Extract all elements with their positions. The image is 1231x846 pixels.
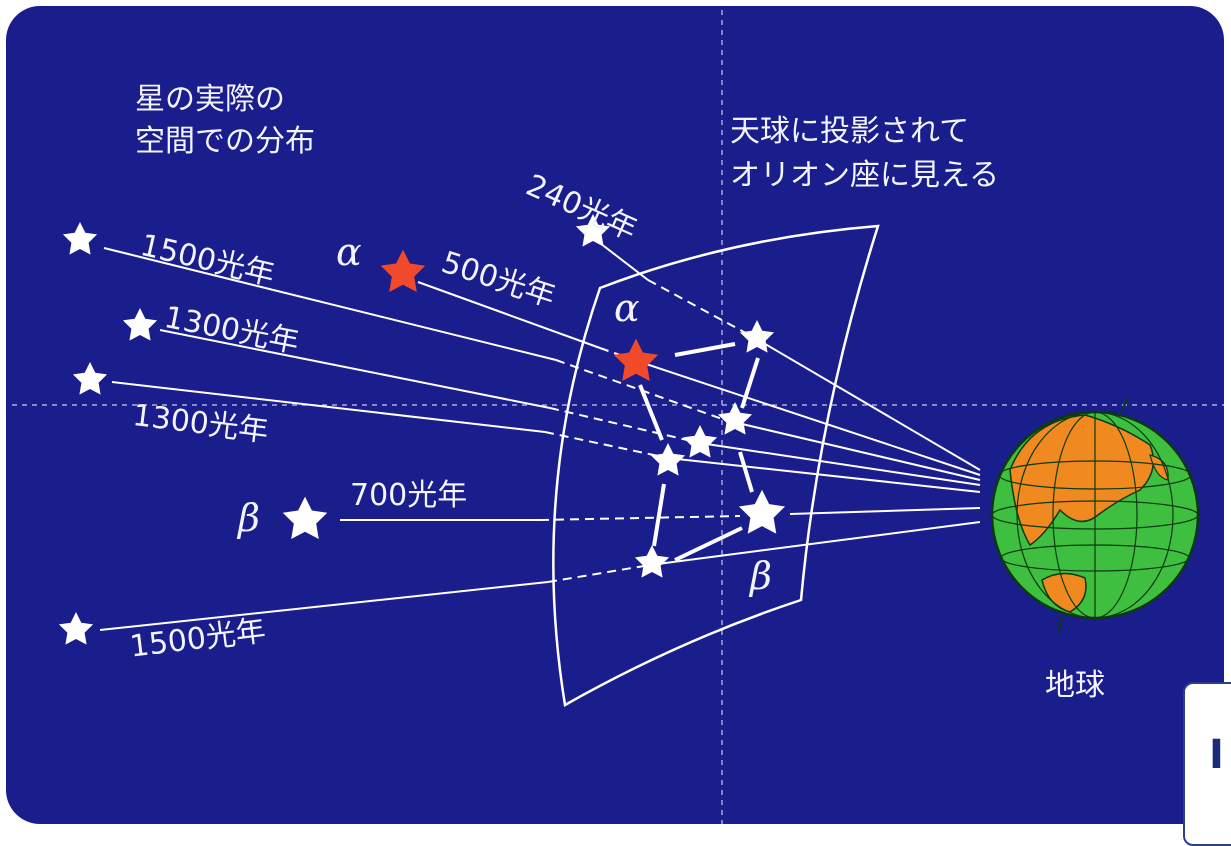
label-beta-space: β [238, 496, 260, 540]
orion-projection-diagram [12, 10, 1224, 824]
label-alpha-sphere: α [614, 286, 640, 330]
label-alpha-space: α [336, 230, 362, 274]
label-beta-sphere: β [750, 554, 772, 598]
star-alpha-500ly [380, 249, 426, 292]
label-projected-1: 天球に投影されて [730, 114, 970, 149]
projected-star-beta [738, 489, 786, 534]
diagram-card [6, 6, 1224, 824]
projected-star-saiph [634, 545, 670, 578]
orion-outline [638, 342, 760, 562]
star-1500ly-top [62, 222, 98, 255]
projected-star-belt-2 [682, 425, 718, 458]
label-distance-700ly: 700光年 [350, 478, 468, 513]
label-actual-distribution-1: 星の実際の [135, 82, 285, 117]
celestial-sphere-patch [552, 224, 880, 707]
star-beta-700ly [282, 496, 328, 539]
projected-stars [634, 320, 786, 578]
projected-star-belt-3 [650, 443, 686, 476]
projected-star-belt-1 [717, 402, 753, 435]
star-1300ly-b [72, 362, 108, 395]
label-projected-2: オリオン座に見える [730, 158, 1000, 193]
corner-overlay-box: I [1183, 682, 1231, 846]
star-1300ly-a [122, 308, 158, 341]
corner-overlay-text: I [1209, 732, 1224, 778]
label-actual-distribution-2: 空間での分布 [135, 124, 315, 159]
star-1500ly-bottom [58, 612, 94, 645]
label-earth: 地球 [1045, 668, 1105, 703]
earth-globe [990, 397, 1200, 633]
projected-star-bellatrix [739, 320, 775, 353]
projected-star-alpha [613, 338, 659, 381]
